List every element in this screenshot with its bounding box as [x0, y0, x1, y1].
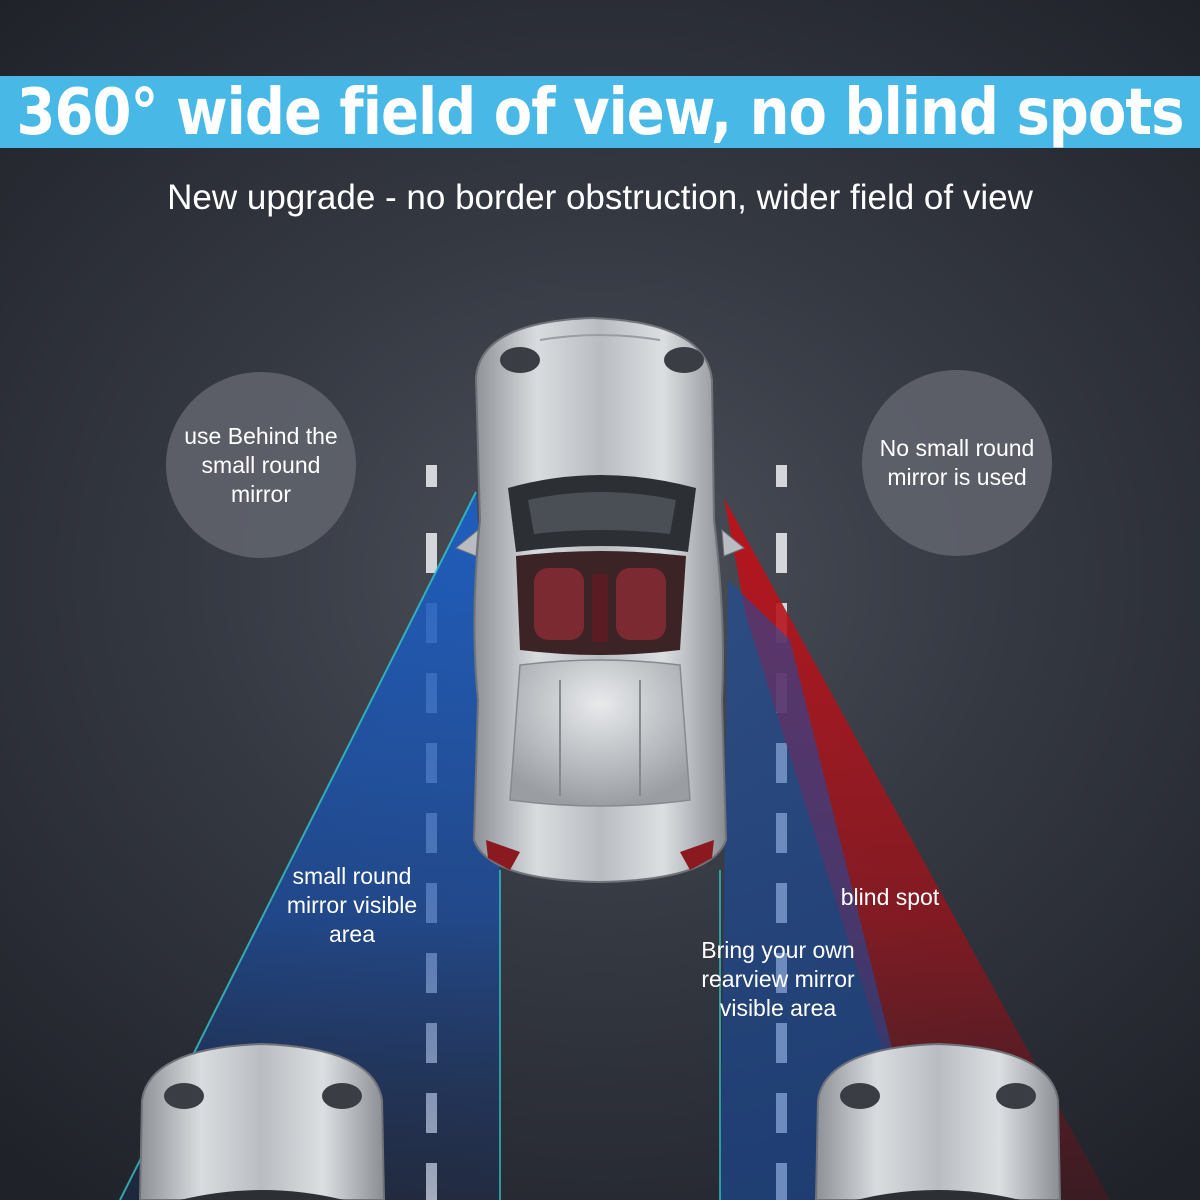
- blind-spot-area: [724, 498, 1110, 1200]
- callout-small-mirror-used: use Behind the small round mirror: [166, 372, 356, 558]
- own-rearview-visible-area: [720, 580, 930, 1200]
- callout-text: No small round mirror is used: [879, 435, 1035, 490]
- callout-no-small-mirror: No small round mirror is used: [862, 370, 1052, 556]
- small-mirror-visible-area: [120, 492, 500, 1200]
- label-blind-spot: blind spot: [840, 884, 940, 910]
- page-title: 360° wide field of view, no blind spots: [16, 74, 1185, 150]
- headlight-icon: [664, 347, 704, 373]
- main-car: [455, 316, 745, 884]
- page-subtitle: New upgrade - no border obstruction, wid…: [167, 178, 1033, 217]
- headlight-icon: [500, 347, 540, 373]
- seat-right: [616, 568, 666, 640]
- car-bottom-left: [138, 1042, 386, 1200]
- car-bottom-right: [814, 1042, 1062, 1200]
- title-banner: 360° wide field of view, no blind spots: [0, 74, 1200, 150]
- seat-left: [534, 568, 584, 640]
- callout-text: use Behind the small round mirror: [184, 422, 338, 507]
- label-small-mirror-area: small round mirror visible area: [286, 863, 418, 947]
- label-own-mirror-area: Bring your own rearview mirror visible a…: [701, 937, 855, 1021]
